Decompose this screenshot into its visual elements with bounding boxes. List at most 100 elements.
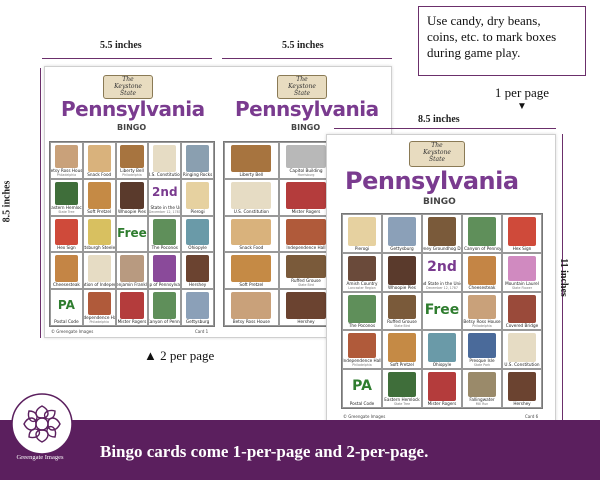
card-title: Pennsylvania	[345, 167, 519, 195]
bingo-cell[interactable]: 2nd2nd State in the UnionDecember 12, 17…	[148, 178, 182, 216]
bingo-cell[interactable]: Gettysburg	[382, 214, 422, 253]
bingo-cell[interactable]: Snack Food	[82, 142, 116, 179]
one-per-page-sheet: The Keystone State Pennsylvania BINGO Pi…	[326, 134, 556, 424]
cell-big-text: PA	[352, 377, 372, 394]
cell-label: Presque Isle	[469, 358, 495, 364]
cell-illustration	[347, 333, 377, 359]
bingo-cell[interactable]: Map of Pennsylvania	[148, 252, 182, 290]
card-bingo: BINGO	[291, 123, 321, 132]
cell-illustration	[153, 292, 177, 319]
one-per-page-label: 1 per page ▼	[494, 85, 550, 112]
cell-label: Cheesesteak	[52, 282, 80, 288]
cell-sublabel: Harrisburg	[297, 172, 315, 177]
bingo-cell[interactable]: Pierogi	[342, 214, 382, 253]
cell-label: Ruffed Grouse	[387, 319, 417, 325]
cell-label: 2nd State in the Union	[149, 204, 180, 210]
greengate-logo: Greengate Images	[0, 392, 84, 480]
bingo-cell[interactable]: Pierogi	[181, 178, 214, 216]
keystone-ribbon: The Keystone State	[409, 141, 465, 167]
bingo-cell[interactable]: Free	[115, 215, 149, 253]
cell-label: U.S. Constitution	[233, 208, 269, 214]
bingo-cell[interactable]: Ringing Rocks	[181, 142, 214, 179]
cell-illustration	[387, 294, 417, 320]
cell-sublabel: State Tree	[58, 209, 75, 214]
bingo-cell[interactable]: Mister Rogers	[115, 289, 149, 326]
height-label-left: 8.5 inches	[1, 180, 13, 223]
cell-sublabel: Philadelphia	[122, 172, 142, 177]
bingo-cell[interactable]: Covered Bridge	[502, 291, 542, 331]
cell-label: Amish Country	[346, 280, 378, 286]
cell-label: Snack Food	[87, 171, 112, 177]
bingo-cell[interactable]: Ohiopyle	[181, 215, 214, 253]
card-title: Pennsylvania	[235, 97, 379, 121]
bingo-cell[interactable]: Hershey	[278, 289, 334, 326]
bingo-cell[interactable]: Betsy Ross House	[224, 289, 279, 326]
bingo-cell[interactable]: U.S. Constitution	[148, 142, 182, 179]
bingo-cell[interactable]: Whoopie Pies	[382, 252, 422, 292]
bingo-cell[interactable]: Mister Rogers	[422, 369, 462, 408]
bingo-cell[interactable]: Soft Pretzel	[82, 178, 116, 216]
cell-label: Liberty Bell	[120, 167, 144, 173]
bingo-cell[interactable]: Punxsutawney Groundhog Day Festival	[422, 214, 462, 253]
bingo-cell[interactable]: Ohiopyle	[422, 330, 462, 370]
cell-sublabel: State Tree	[393, 401, 411, 406]
bingo-cell[interactable]: The Poconos	[342, 291, 382, 331]
bingo-cell[interactable]: U.S. Constitution	[224, 178, 279, 216]
bingo-cell[interactable]: Snack Food	[224, 215, 279, 253]
bingo-cell[interactable]: Benjamin Franklin	[115, 252, 149, 290]
bingo-cell[interactable]: Free	[422, 291, 462, 331]
bingo-cell[interactable]: The Poconos	[148, 215, 182, 253]
cell-sublabel: December 12, 1787	[148, 209, 181, 214]
bingo-cell[interactable]: U.S. Constitution	[502, 330, 542, 370]
bingo-cell[interactable]: Liberty Bell	[224, 142, 279, 179]
bingo-cell[interactable]: Hershey	[181, 252, 214, 290]
bingo-cell[interactable]: 2nd2nd State in the UnionDecember 12, 17…	[422, 252, 462, 292]
cell-sublabel: Lancaster Region	[348, 285, 376, 290]
cell-illustration	[153, 145, 177, 172]
bingo-cell[interactable]: Grand Canyon of Pennsylvania	[462, 214, 502, 253]
bingo-cell[interactable]: Pittsburgh Steelers	[82, 215, 116, 253]
keystone-ribbon: The Keystone State	[103, 75, 153, 99]
bingo-cell[interactable]: Soft Pretzel	[382, 330, 422, 370]
cell-illustration	[467, 255, 497, 285]
bingo-cell[interactable]: Gettysburg	[181, 289, 214, 326]
cell-illustration	[87, 292, 111, 315]
cell-illustration	[507, 255, 537, 281]
cell-illustration	[467, 372, 497, 397]
bingo-cell[interactable]: Hershey	[502, 369, 542, 408]
bingo-cell[interactable]: Grand Canyon of Pennsylvania	[148, 289, 182, 326]
cell-label: Ruffed Grouse	[291, 278, 321, 284]
cell-illustration	[54, 255, 79, 283]
cell-label: Soft Pretzel	[239, 282, 264, 288]
cell-label: Ringing Rocks	[182, 171, 213, 177]
cell-illustration	[467, 333, 497, 359]
bingo-cell[interactable]: Soft Pretzel	[224, 252, 279, 290]
cell-illustration	[507, 217, 537, 246]
cell-illustration	[387, 372, 417, 397]
cell-label: Gettysburg	[185, 318, 210, 324]
bingo-cell[interactable]: Mister Rogers	[278, 178, 334, 216]
bingo-cell[interactable]: Cheesesteak	[50, 252, 83, 290]
bingo-cell[interactable]: Hex Sign	[50, 215, 83, 253]
bingo-cell[interactable]: Hex Sign	[502, 214, 542, 253]
bingo-cell[interactable]: Whoopie Pies	[115, 178, 149, 216]
width-label-left: 5.5 inches	[100, 40, 142, 51]
cell-label: Soft Pretzel	[390, 362, 414, 368]
bingo-cell[interactable]: Declaration of Independence	[82, 252, 116, 290]
bingo-cell[interactable]: Cheesesteak	[462, 252, 502, 292]
cell-label: Liberty Bell	[239, 171, 264, 177]
